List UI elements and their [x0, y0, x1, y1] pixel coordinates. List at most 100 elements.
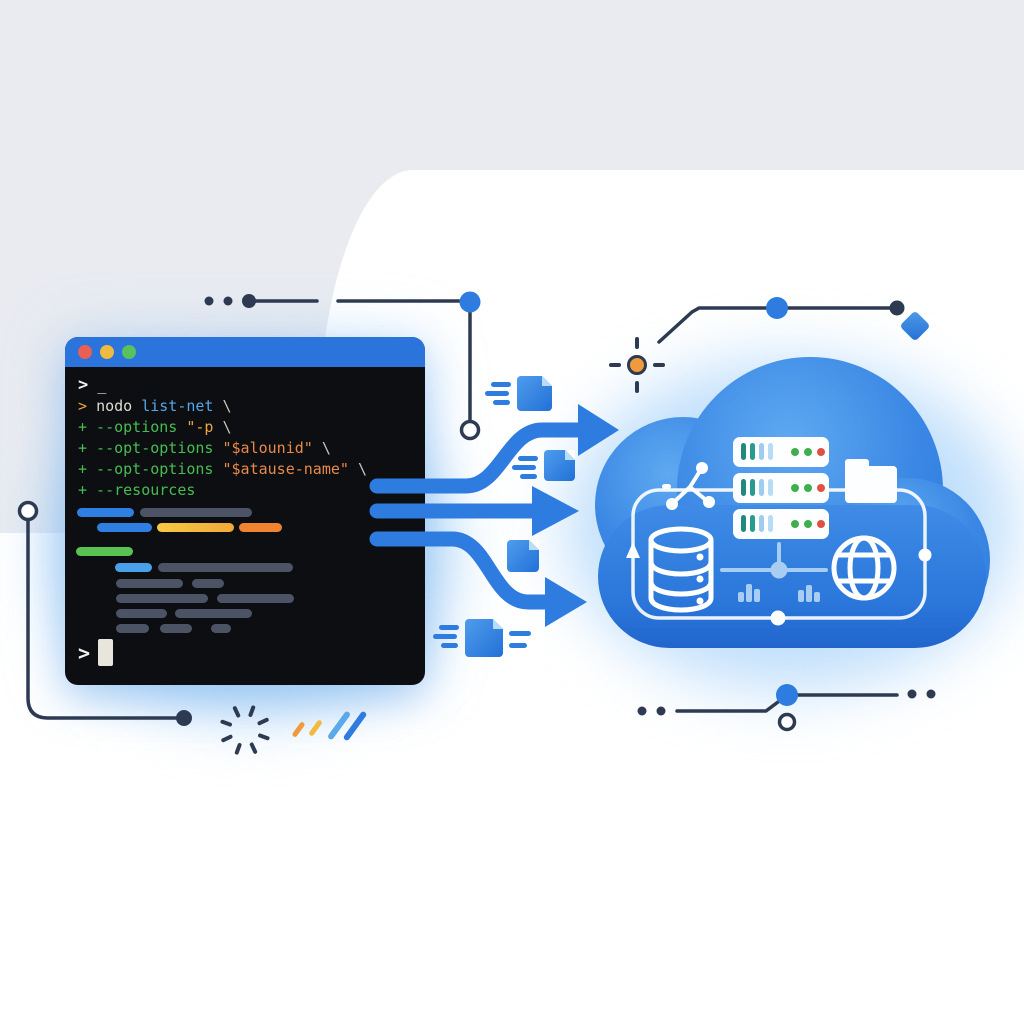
- speed-line: [485, 391, 509, 396]
- server-bar: [768, 515, 773, 532]
- terminal-code-line: > _: [78, 375, 367, 396]
- spinner-dash: [256, 717, 270, 726]
- server-bar: [750, 479, 755, 496]
- server-rack-icon: [733, 473, 829, 503]
- server-led: [804, 520, 812, 528]
- speed-line: [518, 456, 538, 461]
- speed-line: [491, 382, 511, 387]
- terminal-pill: [211, 624, 231, 633]
- terminal-titlebar: [65, 337, 425, 367]
- server-bar: [741, 443, 746, 460]
- folder-icon: [845, 459, 897, 503]
- terminal-pill: [76, 547, 133, 556]
- server-bar: [768, 443, 773, 460]
- terminal-pill: [175, 609, 252, 618]
- terminal-pill: [115, 563, 152, 572]
- server-led: [817, 448, 825, 456]
- terminal-pill: [160, 624, 192, 633]
- server-led: [804, 448, 812, 456]
- terminal-pill: [192, 579, 224, 588]
- code-segment: "$atause-name": [222, 460, 358, 478]
- server-led: [791, 520, 799, 528]
- server-bar: [759, 515, 764, 532]
- terminal-pill: [77, 508, 134, 517]
- code-segment: list-net: [141, 397, 223, 415]
- sun-dash: [635, 381, 639, 393]
- sun-core: [627, 355, 647, 375]
- spinner-dash: [232, 705, 241, 719]
- server-rack-icon: [733, 509, 829, 539]
- terminal-pill: [116, 624, 149, 633]
- speed-line: [512, 465, 536, 470]
- speed-line: [520, 474, 537, 479]
- sun-dash: [635, 337, 639, 349]
- terminal-code-line: + --resources: [78, 480, 367, 501]
- traffic-light-0: [78, 345, 92, 359]
- code-segment: + --opt-options: [78, 439, 223, 457]
- terminal-window: > _> nodo list-net \+ --options "-p \+ -…: [65, 337, 425, 685]
- terminal-code: > _> nodo list-net \+ --options "-p \+ -…: [78, 375, 367, 501]
- file-icon: [507, 540, 539, 572]
- spinner-dash: [219, 719, 233, 728]
- terminal-pill: [158, 563, 293, 572]
- terminal-pill: [140, 508, 252, 517]
- file-icon: [517, 376, 552, 411]
- code-segment: + --resources: [78, 481, 196, 499]
- server-bar: [750, 515, 755, 532]
- speed-line: [509, 631, 531, 636]
- terminal-pill: [157, 523, 234, 532]
- cursor-block: [98, 639, 114, 666]
- file-icon: [544, 450, 575, 481]
- server-bar: [768, 479, 773, 496]
- terminal-pill: [239, 523, 282, 532]
- code-segment: \: [222, 397, 232, 415]
- server-led: [817, 484, 825, 492]
- code-segment: "-p: [186, 418, 223, 436]
- sun-dash: [653, 363, 665, 367]
- code-segment: nodo: [96, 397, 142, 415]
- code-segment: \: [357, 460, 367, 478]
- terminal-code-line: + --opt-options "$alounid" \: [78, 438, 367, 459]
- code-segment: + --opt-options: [78, 460, 223, 478]
- code-segment: \: [222, 418, 232, 436]
- code-segment: >: [78, 397, 97, 415]
- spinner-dash: [257, 732, 271, 741]
- speed-line: [439, 625, 459, 630]
- code-segment: \: [321, 439, 331, 457]
- code-segment: _: [88, 376, 107, 394]
- file-icon: [465, 619, 503, 657]
- server-bar: [750, 443, 755, 460]
- sun-target-icon: [609, 337, 665, 393]
- terminal-code-line: > nodo list-net \: [78, 396, 367, 417]
- traffic-light-2: [122, 345, 136, 359]
- server-led: [791, 448, 799, 456]
- traffic-light-1: [100, 345, 114, 359]
- prompt-symbol: >: [78, 640, 91, 665]
- code-segment: + --options: [78, 418, 187, 436]
- code-segment: >: [78, 375, 89, 395]
- server-bar: [741, 515, 746, 532]
- spinner-dash: [247, 704, 256, 718]
- spinner-dash: [220, 734, 234, 743]
- spinner-dash: [234, 742, 243, 756]
- terminal-prompt: >: [78, 639, 114, 666]
- server-led: [804, 484, 812, 492]
- server-rack-icon: [733, 437, 829, 467]
- server-bar: [741, 479, 746, 496]
- terminal-code-line: + --options "-p \: [78, 417, 367, 438]
- speed-line: [493, 400, 510, 405]
- terminal-pill: [116, 609, 167, 618]
- terminal-pill: [97, 523, 152, 532]
- terminal-code-line: + --opt-options "$atause-name" \: [78, 459, 367, 480]
- speed-line: [433, 634, 457, 639]
- server-bar: [759, 443, 764, 460]
- server-led: [817, 520, 825, 528]
- speed-line: [441, 643, 458, 648]
- spinner-icon: [217, 702, 273, 758]
- sun-dash: [609, 363, 621, 367]
- terminal-pill: [116, 594, 208, 603]
- terminal-pill: [217, 594, 294, 603]
- code-segment: "$alounid": [222, 439, 322, 457]
- server-bar: [759, 479, 764, 496]
